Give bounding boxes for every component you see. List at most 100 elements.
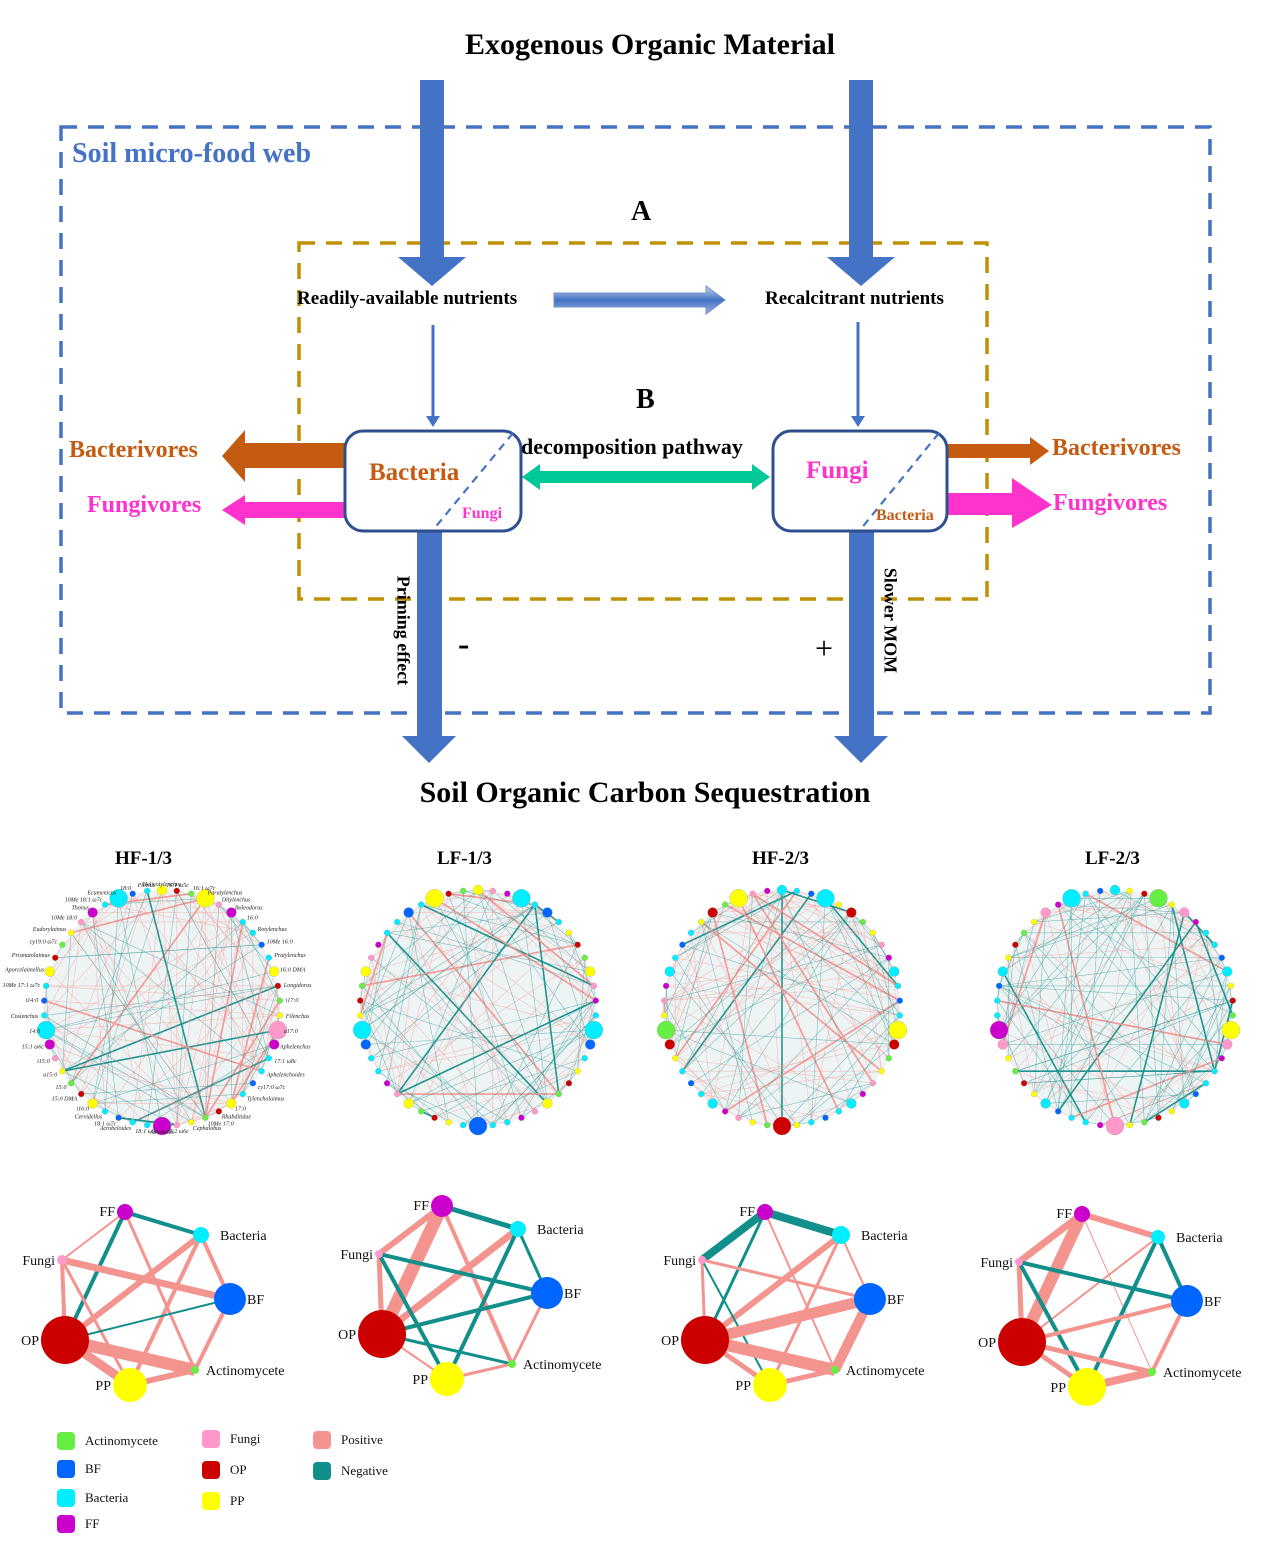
group-node-label-Fungi: Fungi (22, 1254, 55, 1269)
network-edge (691, 1044, 895, 1084)
network-edge (1071, 1057, 1223, 1119)
group-node-FF (1074, 1206, 1090, 1222)
network-edge (45, 921, 243, 1031)
panel-title-hf23: HF-2/3 (752, 848, 809, 869)
network-node-label: 18:1 ω9c (135, 1129, 158, 1135)
network-edge (682, 898, 826, 1072)
network-edge (664, 944, 882, 1001)
network-node (144, 1121, 151, 1129)
legend-item-actinomycete: Actinomycete (57, 1432, 158, 1450)
network-edge (724, 912, 852, 1112)
network-edge (49, 1044, 219, 1112)
group-node-label-BF: BF (247, 1293, 264, 1308)
network-node (859, 1090, 866, 1098)
network-edge (1007, 957, 1035, 1095)
network-edge (386, 957, 585, 1084)
network-node (188, 890, 195, 897)
network-edge (45, 1029, 206, 1118)
network-edge (1033, 912, 1046, 1095)
network-node (581, 1055, 588, 1062)
group-edge-Bacteria-OP (703, 1232, 843, 1343)
network-edge (547, 912, 591, 1045)
network-node (44, 1039, 55, 1050)
network-edge (825, 1093, 863, 1118)
network-node (1012, 1068, 1019, 1075)
network-node (59, 941, 66, 948)
network-node (504, 890, 511, 897)
network-node (504, 1119, 511, 1126)
network-edge (1008, 904, 1172, 959)
network-edge (132, 1057, 269, 1123)
network-node (276, 1012, 283, 1019)
network-node (1005, 1055, 1012, 1062)
network-edge (361, 985, 479, 1127)
network-node (687, 1080, 695, 1087)
network-edge (191, 912, 232, 1123)
network-edge (104, 898, 119, 1112)
network-edge (365, 971, 449, 1123)
network-node (269, 966, 280, 977)
network-node-label: 10Me 18:1 ω7c (65, 897, 103, 903)
network-edge (118, 971, 275, 1118)
legend-item-bf: BF (57, 1460, 101, 1478)
network-node (276, 997, 283, 1004)
group-node-label-BF: BF (887, 1293, 904, 1308)
group-node-label-PP: PP (95, 1379, 111, 1394)
group-node-PP (113, 1368, 147, 1402)
network-node (869, 1080, 877, 1087)
network-node (87, 907, 98, 918)
network-edge (45, 1029, 106, 1112)
network-edge (700, 921, 753, 1123)
group-node-label-OP: OP (21, 1334, 39, 1349)
network-edge (664, 985, 898, 1001)
priming-arrow (402, 530, 456, 763)
network-edge (737, 897, 840, 1112)
network-node (196, 889, 215, 908)
network-edge (176, 912, 232, 1126)
network-node-label: Cervidellus (75, 1115, 103, 1121)
network-node (574, 941, 581, 948)
network-node-label: Ditylenchus (221, 897, 251, 903)
network-node (468, 1116, 488, 1136)
decomposition-pathway-label: decomposition pathway (521, 434, 743, 459)
group-edge-Fungi-BF (378, 1252, 548, 1295)
network-node (662, 982, 670, 990)
network-node-label: Prismatolaimus (11, 953, 51, 959)
network-edge (825, 898, 901, 1016)
network-node-label: Coslenchus (11, 1014, 39, 1020)
network-edge (463, 1070, 578, 1126)
network-node-label: 10Me 18:0 (51, 916, 77, 922)
network-node (1229, 997, 1236, 1004)
network-node (1211, 1068, 1218, 1075)
group-edge-Fungi-PP (60, 1259, 132, 1386)
network-edge (176, 893, 192, 1126)
network-edge (62, 921, 82, 1072)
network-node (1012, 941, 1019, 948)
dense-network-2 (656, 884, 908, 1136)
network-node (1097, 887, 1104, 895)
network-node (776, 884, 788, 896)
network-node (418, 901, 425, 908)
network-node (1068, 1114, 1075, 1121)
network-edge (666, 1029, 895, 1045)
network-edge (752, 893, 852, 913)
network-node (581, 954, 588, 961)
network-edge (371, 1000, 596, 1059)
network-edge (682, 944, 900, 1016)
network-edge (360, 890, 493, 1016)
network-edge (81, 921, 280, 1016)
network-edge (1002, 889, 1116, 972)
network-node (869, 929, 877, 936)
network-node (1155, 1114, 1162, 1121)
network-node (1168, 1108, 1175, 1115)
network-edge (862, 921, 882, 1072)
network-edge (738, 1000, 900, 1118)
network-edge (1129, 890, 1145, 1123)
network-node (764, 1121, 771, 1129)
network-edge (521, 898, 548, 1104)
network-node (896, 997, 903, 1004)
fungivores-arrow-left (222, 495, 346, 525)
network-node (531, 1108, 538, 1115)
network-edge (675, 1058, 753, 1123)
